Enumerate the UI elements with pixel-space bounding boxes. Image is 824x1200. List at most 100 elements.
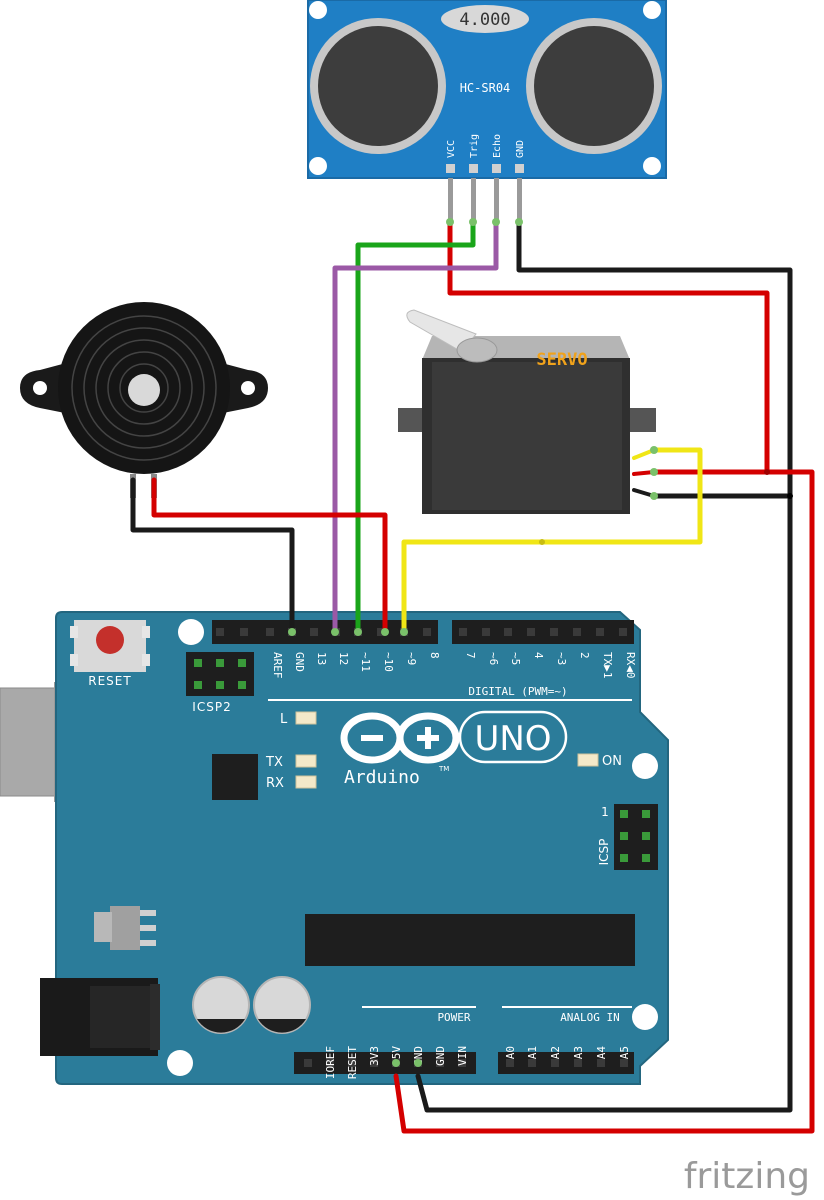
sensor-pin-label: GND: [515, 140, 526, 158]
piezo-buzzer: [20, 302, 268, 498]
led-rx: RX: [266, 775, 317, 791]
mounting-hole: [632, 1004, 658, 1030]
header-pin: [619, 628, 627, 636]
arduino-wordmark: Arduino: [344, 767, 420, 788]
header-pin: [310, 628, 318, 636]
header-pin: [551, 1059, 559, 1067]
pin-label: 7: [464, 652, 477, 659]
header-pin: [574, 1059, 582, 1067]
header-pin: [506, 1059, 514, 1067]
digital-pwm-label: DIGITAL (PWM=~): [468, 685, 567, 698]
header-pin: [528, 1059, 536, 1067]
pin-label: 3V3: [368, 1046, 381, 1066]
reset-button: RESET: [70, 620, 150, 688]
wire-sensor-gnd: [415, 219, 793, 1113]
wires: [130, 218, 815, 1134]
wire-endpoint: [414, 1059, 422, 1067]
wire-servo-signal: [401, 447, 703, 635]
crystal-oscillator: 4.000: [441, 5, 529, 33]
header-pin: [266, 628, 274, 636]
svg-text:ON: ON: [602, 754, 622, 769]
pin-label: IOREF: [324, 1046, 337, 1079]
servo-motor: SERVO: [398, 309, 656, 514]
wire-endpoint: [400, 628, 408, 636]
pin-label: AREF: [271, 652, 284, 679]
servo-label: SERVO: [536, 350, 587, 370]
icsp-header: 1 ICSP: [597, 804, 658, 870]
svg-text:L: L: [280, 712, 288, 727]
header-pin: [423, 628, 431, 636]
header-pin: [597, 1059, 605, 1067]
pin-label: RESET: [346, 1046, 359, 1079]
wire-endpoint: [492, 218, 500, 226]
reset-label: RESET: [88, 674, 131, 688]
icsp-label: ICSP: [597, 839, 611, 866]
header-pin: [527, 628, 535, 636]
pin-label: ~11: [359, 652, 372, 672]
pin-label: ~6: [487, 652, 500, 665]
capacitor: [192, 976, 250, 1034]
pin-label: 12: [337, 652, 350, 665]
pin-label: A5: [618, 1046, 631, 1059]
wire-endpoint: [354, 628, 362, 636]
header-pin: [482, 628, 490, 636]
pin-label: A4: [595, 1046, 608, 1060]
pin-label: RX◀0: [624, 652, 637, 679]
arduino-logo: Arduino TM UNO: [340, 710, 568, 788]
wire-endpoint: [515, 218, 523, 226]
pin-label: ~10: [382, 652, 395, 672]
wire-buzzer-gnd: [130, 477, 295, 635]
header-pin: [573, 628, 581, 636]
mounting-hole: [167, 1050, 193, 1076]
header-pin: [370, 1059, 378, 1067]
wire-echo: [332, 219, 499, 635]
wire-endpoint: [288, 628, 296, 636]
mounting-hole: [178, 619, 204, 645]
pin-label: A2: [549, 1046, 562, 1059]
sensor-pin-label: VCC: [446, 140, 457, 158]
pin-label: 4: [532, 652, 545, 659]
pin-label: 8: [428, 652, 441, 659]
pin-label: GND: [293, 652, 306, 672]
header-pin: [326, 1059, 334, 1067]
pin-label: 5V: [390, 1046, 403, 1060]
uno-label: UNO: [474, 719, 551, 759]
mounting-hole: [632, 753, 658, 779]
voltage-regulator: [94, 906, 156, 950]
header-pin: [348, 1059, 356, 1067]
wire-trig: [355, 219, 476, 635]
header-pin: [216, 628, 224, 636]
wire-endpoint: [469, 218, 477, 226]
icsp2-label: ICSP2: [192, 700, 231, 714]
svg-text:TX: TX: [265, 755, 283, 770]
pin-label: 2: [578, 652, 591, 659]
header-pin: [240, 628, 248, 636]
analog-in-label: ANALOG IN: [560, 1011, 620, 1024]
led-on: ON: [577, 753, 622, 769]
power-label: POWER: [437, 1011, 470, 1024]
pin-label: GND: [434, 1046, 447, 1066]
pin-label: 13: [315, 652, 328, 665]
header-pin: [550, 628, 558, 636]
header-pin: [596, 628, 604, 636]
icsp-pin1-label: 1: [601, 805, 609, 819]
header-pin: [459, 628, 467, 636]
capacitor: [253, 976, 311, 1034]
sensor-pins: [446, 164, 524, 222]
fritzing-watermark: fritzing: [684, 1156, 810, 1197]
sensor-pin-label: Echo: [492, 134, 503, 158]
pin-label: TX▶1: [601, 652, 614, 679]
pin-label: VIN: [456, 1046, 469, 1066]
header-pin: [304, 1059, 312, 1067]
atmega-chip: [305, 914, 635, 966]
wire-endpoint: [446, 218, 454, 226]
pin-label: A0: [504, 1046, 517, 1059]
pin-label: A1: [526, 1046, 539, 1059]
arduino-tm: TM: [438, 765, 449, 773]
